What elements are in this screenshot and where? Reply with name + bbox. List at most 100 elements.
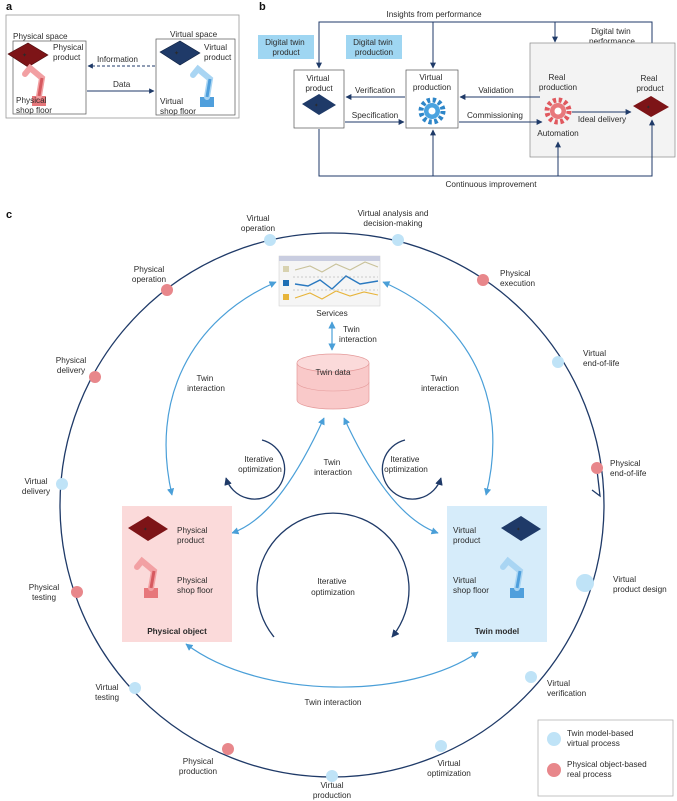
continuous-loop xyxy=(318,119,655,177)
lifecycle-node-virtual xyxy=(435,740,447,752)
b-virtual-product-icon: ✦ xyxy=(302,94,336,115)
lifecycle-node-physical xyxy=(71,586,83,598)
virtual-space-box xyxy=(155,38,236,116)
tm-product-label: Virtual product xyxy=(453,526,481,545)
svg-text:✦: ✦ xyxy=(22,52,27,59)
svg-text:✦: ✦ xyxy=(646,104,651,111)
twin-model-title: Twin model xyxy=(475,627,519,636)
iter-left-label: Iterative optimization xyxy=(238,455,282,474)
iter-left-loop xyxy=(224,439,286,500)
lifecycle-node-virtual xyxy=(525,671,537,683)
svg-text:✦: ✦ xyxy=(174,50,179,57)
dt-production-label: Digital twin production xyxy=(353,38,395,57)
po-product-label: Physical product xyxy=(177,526,210,545)
iter-center-loop xyxy=(256,512,410,638)
dt-product-label: Digital twin product xyxy=(265,38,307,57)
tm-product-icon: ✦ xyxy=(501,516,541,541)
lifecycle-node-virtual xyxy=(552,356,564,368)
lifecycle-node-virtual xyxy=(392,234,404,246)
dt-performance-label: Digital twin performance xyxy=(589,27,635,46)
twin-interaction-right-label: Twin interaction xyxy=(421,374,459,393)
virtual-product-icon: ✦ xyxy=(159,40,201,66)
twin-interaction-mid-label: Twin interaction xyxy=(314,458,352,477)
iter-center-label: Iterative optimization xyxy=(311,577,355,597)
lifecycle-node-virtual xyxy=(576,574,594,592)
dt-product-box xyxy=(258,35,314,59)
lifecycle-node-physical xyxy=(161,284,173,296)
panel-c-letter: c xyxy=(6,209,12,221)
real-production-label: Real production xyxy=(539,73,578,92)
insights-label: Insights from performance xyxy=(386,10,482,19)
continuous-label: Continuous improvement xyxy=(445,180,537,189)
verification-label: Verification xyxy=(355,86,395,95)
tm-shop-floor-label: Virtual shop floor xyxy=(453,576,489,595)
physical-space-box xyxy=(12,40,87,115)
svg-text:✦: ✦ xyxy=(516,526,521,533)
physical-robot-arm-icon xyxy=(22,63,46,106)
twin-interaction-bottom-arrow xyxy=(185,643,479,688)
dt-production-box xyxy=(346,35,402,59)
panel-b-letter: b xyxy=(259,1,266,13)
legend-virtual-swatch xyxy=(547,732,561,746)
lifecycle-node-physical xyxy=(89,371,101,383)
lifecycle-node-virtual xyxy=(129,682,141,694)
validation-label: Validation xyxy=(478,86,514,95)
twin-interaction-top-label: Twin interaction xyxy=(339,325,377,344)
automation-label: Automation xyxy=(537,129,579,138)
twin-interaction-right-arrow xyxy=(382,281,494,496)
po-robot-arm-icon xyxy=(134,556,158,598)
real-production-gear-icon xyxy=(544,97,572,125)
information-label: Information xyxy=(97,55,138,64)
a-physical-shop-floor-label: Physical shop floor xyxy=(16,96,52,115)
twin-data-cylinder-icon xyxy=(296,353,370,410)
legend-physical-swatch xyxy=(547,763,561,777)
b-virtual-production-label: Virtual production xyxy=(413,73,452,92)
b-virtual-production-gear-icon xyxy=(421,100,443,122)
specification-label: Specification xyxy=(352,111,399,120)
b-virtual-product-label: Virtual product xyxy=(305,74,333,93)
panel-a-frame xyxy=(5,14,240,119)
twin-interaction-bottom-label: Twin interaction xyxy=(305,698,362,707)
twin-interaction-tm-data-arrow xyxy=(343,417,439,535)
iter-right-label: Iterative optimization xyxy=(384,455,428,474)
legend-virtual-label: Twin model-based virtual process xyxy=(567,729,636,748)
legend-physical-label: Physical object-based real process xyxy=(567,760,649,779)
twin-interaction-left-label: Twin interaction xyxy=(187,374,225,393)
commissioning-label: Commissioning xyxy=(467,111,523,120)
po-product-icon: ✦ xyxy=(128,516,168,541)
lifecycle-node-virtual xyxy=(56,478,68,490)
lifecycle-node-virtual xyxy=(326,770,338,782)
a-physical-product-label: Physical product xyxy=(53,43,86,62)
ideal-delivery-label: Ideal delivery xyxy=(578,115,627,124)
twin-interaction-left-arrow xyxy=(165,281,277,496)
po-shop-floor-label: Physical shop floor xyxy=(177,576,213,595)
virtual-robot-arm-icon xyxy=(190,64,214,107)
real-product-icon: ✦ xyxy=(633,96,669,117)
panel-a-letter: a xyxy=(6,1,13,13)
a-virtual-product-label: Virtual product xyxy=(204,43,232,62)
legend-box xyxy=(537,719,674,797)
twin-interaction-po-data-arrow xyxy=(231,417,325,535)
physical-space-title: Physical space xyxy=(13,32,68,41)
svg-text:✦: ✦ xyxy=(314,102,319,109)
lifecycle-arrowhead xyxy=(591,469,601,498)
physical-object-title: Physical object xyxy=(147,627,207,636)
a-virtual-shop-floor-label: Virtual shop floor xyxy=(160,97,196,116)
tm-robot-arm-icon xyxy=(500,556,524,598)
